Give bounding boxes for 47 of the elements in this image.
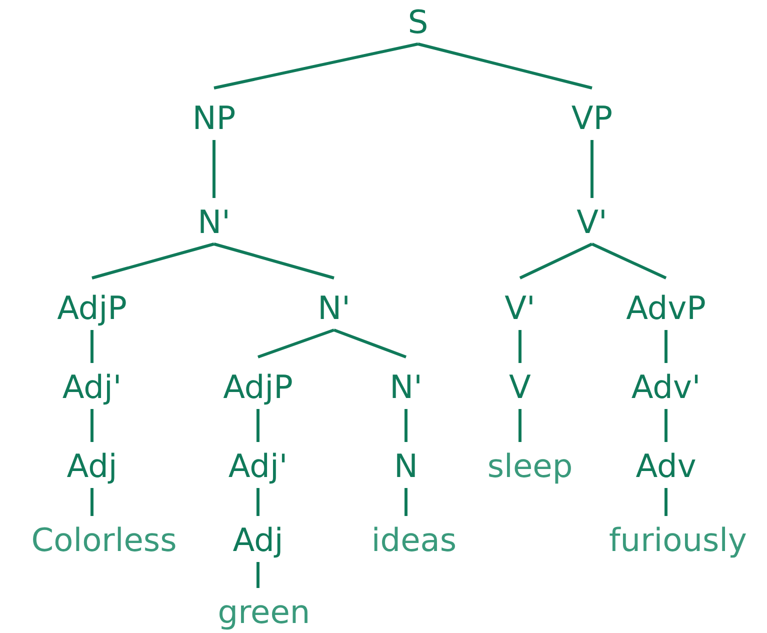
tree-branch <box>212 140 216 198</box>
tree-branch <box>214 42 418 90</box>
tree-branch <box>258 328 334 358</box>
word-label: green <box>218 596 310 628</box>
tree-branch <box>256 488 260 516</box>
tree-branch <box>214 242 334 280</box>
category-label: V' <box>504 292 536 324</box>
category-label: VP <box>571 102 613 134</box>
category-label: N' <box>390 371 422 403</box>
category-label: Adv' <box>631 371 701 403</box>
tree-branch <box>90 409 94 442</box>
tree-branch <box>591 242 667 280</box>
tree-branch <box>518 330 522 363</box>
tree-branch <box>664 488 668 516</box>
category-label: AdjP <box>223 371 293 403</box>
category-label: V <box>509 371 531 403</box>
tree-branch <box>404 409 408 442</box>
category-label: Adj' <box>62 371 122 403</box>
word-label: Colorless <box>31 524 177 556</box>
tree-branch <box>418 42 592 90</box>
tree-branch <box>92 242 214 280</box>
category-label: N' <box>198 206 230 238</box>
category-label: V' <box>576 206 608 238</box>
tree-branch <box>664 409 668 442</box>
tree-branch <box>333 328 407 358</box>
tree-branch <box>90 488 94 516</box>
category-label: N' <box>318 292 350 324</box>
category-label: Adj <box>66 450 118 482</box>
category-label: AdvP <box>626 292 706 324</box>
tree-branch <box>590 140 594 198</box>
tree-branch <box>256 409 260 442</box>
tree-branch <box>519 242 593 280</box>
tree-branch <box>404 488 408 516</box>
category-label: Adj' <box>228 450 288 482</box>
word-label: furiously <box>609 524 747 556</box>
tree-branch <box>256 562 260 588</box>
category-label: N <box>394 450 418 482</box>
tree-branch <box>664 330 668 363</box>
word-label: sleep <box>487 450 573 482</box>
category-label: NP <box>192 102 236 134</box>
category-label: AdjP <box>57 292 127 324</box>
category-label: Adv <box>636 450 696 482</box>
tree-branch <box>90 330 94 363</box>
tree-branch <box>518 409 522 442</box>
category-label: S <box>408 6 428 38</box>
word-label: ideas <box>371 524 457 556</box>
category-label: Adj <box>232 524 284 556</box>
